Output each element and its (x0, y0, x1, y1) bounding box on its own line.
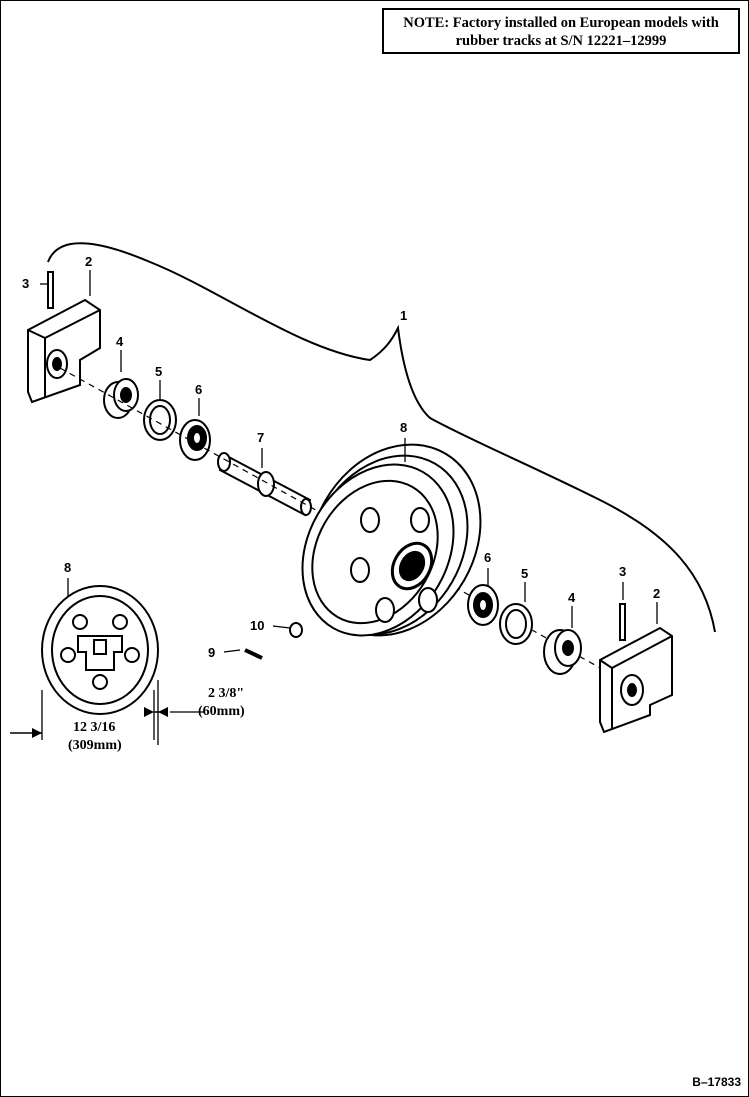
left-mount-block (27, 298, 101, 404)
diameter-inches: 12 3/16 (73, 720, 115, 735)
callout-7: 7 (257, 430, 264, 445)
left-seal (143, 399, 177, 441)
callout-2-right: 2 (653, 586, 660, 601)
callout-1: 1 (400, 308, 407, 323)
reference-code: B–17833 (692, 1075, 741, 1089)
callout-3-right: 3 (619, 564, 626, 579)
callout-4-left: 4 (116, 334, 124, 349)
right-pin (619, 603, 626, 641)
callout-2-left: 2 (85, 254, 92, 269)
left-cap (103, 378, 139, 419)
callout-5-left: 5 (155, 364, 162, 379)
callout-9: 9 (208, 645, 215, 660)
width-mm: (60mm) (198, 704, 245, 719)
callout-3-left: 3 (22, 276, 29, 291)
width-inches: 2 3/8" (208, 686, 244, 701)
callout-4-right: 4 (568, 590, 576, 605)
callout-6-right: 6 (484, 550, 491, 565)
dimension-arrows (32, 707, 168, 738)
wheel-detail-view (41, 585, 159, 715)
right-mount-block (599, 626, 673, 734)
diameter-mm: (309mm) (68, 738, 122, 753)
note-box: NOTE: Factory installed on European mode… (382, 8, 740, 54)
note-line-1: Factory installed on European models wit… (452, 15, 719, 31)
callout-8-detail: 8 (64, 560, 71, 575)
assembly-bracket-line (47, 242, 716, 633)
callout-10: 10 (250, 618, 264, 633)
left-pin (47, 271, 54, 309)
washer (289, 622, 303, 638)
note-label: NOTE: (403, 15, 450, 31)
dimension-line-diameter (41, 690, 155, 740)
bolt (244, 648, 263, 660)
right-bearing (467, 584, 499, 626)
shaft (217, 452, 312, 517)
idler-wheel (301, 443, 482, 637)
note-line-2: rubber tracks at S/N 12221–12999 (455, 33, 667, 49)
right-cap (543, 629, 582, 675)
left-bearing (179, 419, 211, 461)
callout-8-main: 8 (400, 420, 407, 435)
callout-5-right: 5 (521, 566, 528, 581)
callout-6-left: 6 (195, 382, 202, 397)
right-seal (499, 603, 533, 645)
